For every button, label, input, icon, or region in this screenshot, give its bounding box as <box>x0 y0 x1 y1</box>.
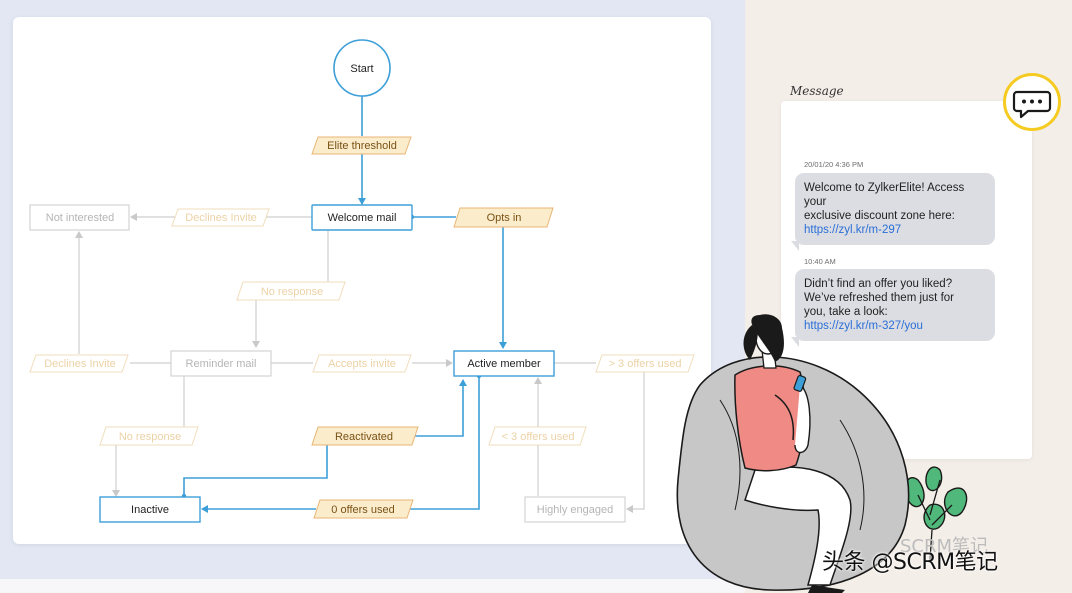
cond-no-response-1: No response <box>236 281 346 301</box>
cond-declines-invite-1: Declines Invite <box>171 208 270 227</box>
node-not-interested-label: Not interested <box>46 212 114 224</box>
edge-inactive-reactivated <box>181 445 328 499</box>
cond-more-than-3-offers-label: > 3 offers used <box>609 358 682 370</box>
cond-declines-invite-1-label: Declines Invite <box>185 212 257 224</box>
message-text-line: you, take a look: <box>804 306 888 318</box>
edge-more3-highly <box>626 372 645 513</box>
cond-no-response-2-label: No response <box>119 431 181 443</box>
message-text-line: Didn’t find an offer you liked? <box>804 278 953 290</box>
cond-declines-invite-2-label: Declines Invite <box>44 358 116 370</box>
watermark-overlay: SCRM笔记 <box>900 536 989 557</box>
cond-elite-threshold-label: Elite threshold <box>327 140 397 152</box>
node-inactive-label: Inactive <box>131 504 169 516</box>
cond-accepts-invite-label: Accepts invite <box>328 358 396 370</box>
cond-zero-offers: 0 offers used <box>313 499 414 519</box>
message-text-line: exclusive discount zone here: <box>804 210 955 222</box>
faded-connectors <box>75 213 645 513</box>
chat-bubble-icon <box>1012 90 1052 119</box>
cond-elite-threshold: Elite threshold <box>311 136 412 155</box>
plant-illustration <box>904 466 968 561</box>
cond-less-than-3-offers: < 3 offers used <box>488 426 587 446</box>
cond-no-response-1-label: No response <box>261 286 323 298</box>
message-timestamp: 20/01/20 4:36 PM <box>804 160 864 169</box>
start-node: Start <box>333 39 391 97</box>
cond-less-than-3-offers-label: < 3 offers used <box>502 431 575 443</box>
bottom-strip <box>0 579 745 593</box>
message-text-line: Welcome to ZylkerElite! Access your <box>804 182 965 208</box>
node-highly-engaged-label: Highly engaged <box>537 504 613 516</box>
message-timestamp: 10:40 AM <box>804 257 836 266</box>
cond-reactivated-label: Reactivated <box>335 431 393 443</box>
cond-accepts-invite: Accepts invite <box>312 354 412 373</box>
node-highly-engaged: Highly engaged <box>524 496 626 523</box>
node-inactive: Inactive <box>99 496 201 523</box>
watermark: 头条 @SCRM笔记 <box>822 550 998 575</box>
node-active-member-label: Active member <box>467 358 541 370</box>
cond-no-response-2: No response <box>99 426 199 446</box>
message-link[interactable]: https://zyl.kr/m-327/you <box>804 320 923 332</box>
chat-button[interactable] <box>1003 73 1061 131</box>
cond-opts-in-label: Opts in <box>487 212 522 224</box>
node-welcome-mail-label: Welcome mail <box>328 212 397 224</box>
node-reminder-mail-label: Reminder mail <box>186 358 257 370</box>
cond-opts-in: Opts in <box>453 207 554 228</box>
node-welcome-mail: Welcome mail <box>311 204 413 231</box>
active-connectors <box>181 96 507 513</box>
edge-active-zero <box>404 373 482 510</box>
node-reminder-mail: Reminder mail <box>170 350 272 377</box>
cond-reactivated: Reactivated <box>311 426 419 446</box>
cond-more-than-3-offers: > 3 offers used <box>595 354 695 373</box>
message-text-line: We’ve refreshed them just for <box>804 292 954 304</box>
message-link[interactable]: https://zyl.kr/m-297 <box>804 224 902 236</box>
node-active-member: Active member <box>453 350 555 377</box>
node-not-interested: Not interested <box>29 204 130 231</box>
woman-beanbag-illustration <box>676 314 968 593</box>
edge-reactivated-active <box>411 379 467 437</box>
message-bubble: Didn’t find an offer you liked? We’ve re… <box>791 269 995 347</box>
message-title: Message <box>790 84 844 98</box>
message-bubble: Welcome to ZylkerElite! Access your excl… <box>791 173 995 251</box>
start-label: Start <box>350 63 373 75</box>
cond-zero-offers-label: 0 offers used <box>331 504 394 516</box>
cond-declines-invite-2: Declines Invite <box>29 354 129 373</box>
